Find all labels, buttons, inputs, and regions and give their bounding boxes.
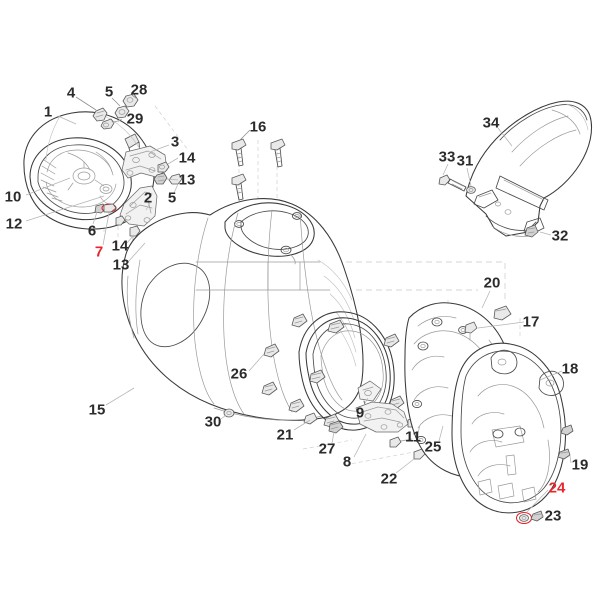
callout-26[interactable]: 26 <box>230 365 248 383</box>
callout-14-lower[interactable]: 14 <box>111 237 129 255</box>
callout-31[interactable]: 31 <box>456 152 474 170</box>
callout-6[interactable]: 6 <box>87 222 97 240</box>
callout-9[interactable]: 9 <box>355 404 365 422</box>
callout-19[interactable]: 19 <box>571 456 589 474</box>
callout-30[interactable]: 30 <box>204 413 222 431</box>
callout-28[interactable]: 28 <box>130 81 148 99</box>
callout-12[interactable]: 12 <box>5 215 23 233</box>
callout-22[interactable]: 22 <box>380 470 398 488</box>
callout-7[interactable]: 7 <box>94 243 104 261</box>
callout-13-upper[interactable]: 13 <box>178 171 196 189</box>
callout-10[interactable]: 10 <box>4 188 22 206</box>
callout-5-top[interactable]: 5 <box>104 83 114 101</box>
callout-3[interactable]: 3 <box>170 133 180 151</box>
callout-17[interactable]: 17 <box>522 313 540 331</box>
callout-33[interactable]: 33 <box>438 148 456 166</box>
callout-1[interactable]: 1 <box>43 103 53 121</box>
callout-18[interactable]: 18 <box>561 360 579 378</box>
callout-25[interactable]: 25 <box>424 438 442 456</box>
part-headlight-bowl <box>23 111 155 230</box>
callout-11[interactable]: 11 <box>405 428 421 446</box>
callout-13-lower[interactable]: 13 <box>112 256 130 274</box>
callout-24[interactable]: 24 <box>548 479 566 497</box>
trim-ring-lugs <box>303 319 405 428</box>
callout-32[interactable]: 32 <box>551 227 569 245</box>
callout-20[interactable]: 20 <box>483 274 501 292</box>
fasteners-top-left <box>92 93 139 130</box>
leader-lines <box>25 94 572 517</box>
callout-2[interactable]: 2 <box>143 189 153 207</box>
callout-15[interactable]: 15 <box>88 401 106 419</box>
callout-29[interactable]: 29 <box>126 110 144 128</box>
callout-21[interactable]: 21 <box>276 426 294 444</box>
part-16-screws <box>231 138 286 201</box>
callout-14-upper[interactable]: 14 <box>178 149 196 167</box>
part-upper-bracket <box>121 145 183 185</box>
part-outer-cover <box>451 342 574 525</box>
part-rear-mudguard <box>438 100 593 238</box>
callout-23[interactable]: 23 <box>544 507 562 525</box>
callout-4[interactable]: 4 <box>66 84 76 102</box>
callout-8[interactable]: 8 <box>342 453 352 471</box>
callout-27[interactable]: 27 <box>318 440 336 458</box>
part-front-fender <box>121 198 364 421</box>
parts-clips-26 <box>223 313 308 418</box>
callout-5-mid[interactable]: 5 <box>167 189 177 207</box>
callout-16[interactable]: 16 <box>249 118 267 136</box>
callout-34[interactable]: 34 <box>482 114 500 132</box>
